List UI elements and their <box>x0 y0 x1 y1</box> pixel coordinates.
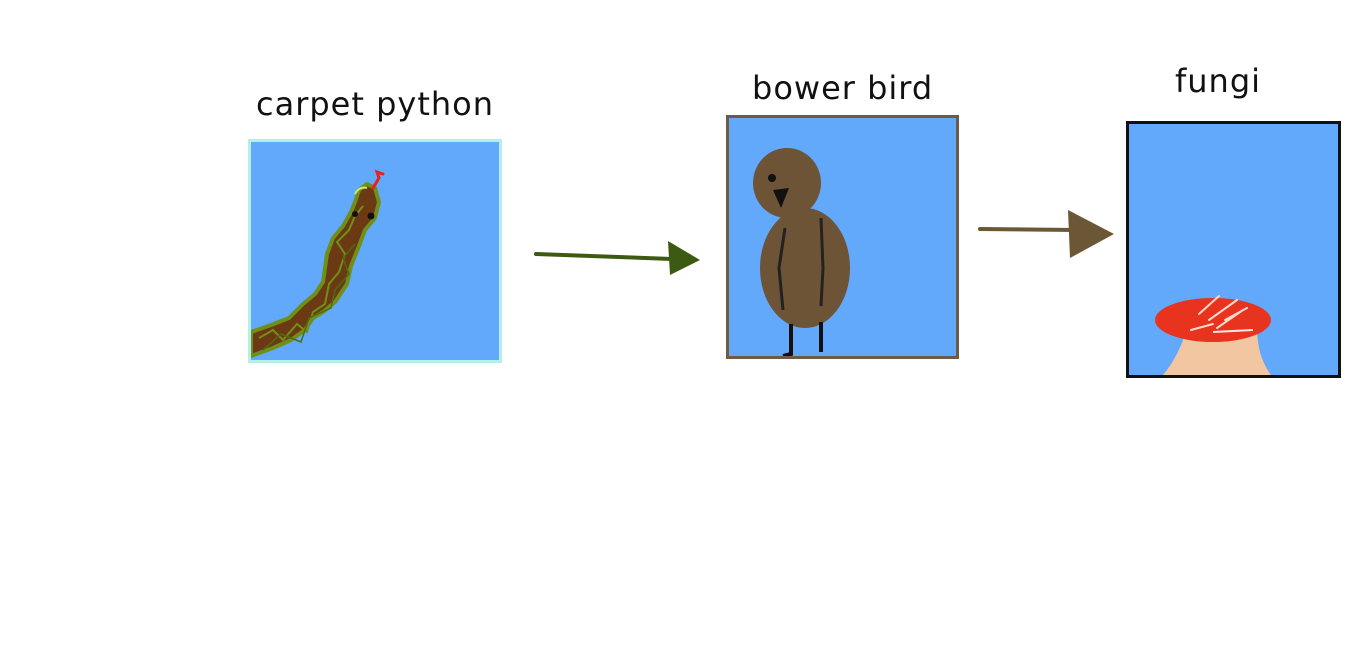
bird-leg-left <box>782 324 793 356</box>
mushroom-cap <box>1155 298 1271 342</box>
arrow-2-head <box>1068 210 1114 258</box>
bird-wing-left <box>777 227 787 311</box>
bird-wing-right <box>819 217 825 307</box>
node-label-bower-bird: bower bird <box>752 69 934 107</box>
snake-tongue <box>371 169 385 190</box>
fungi-drawing <box>1129 124 1338 375</box>
snake-pattern-2 <box>262 243 356 351</box>
bird-body <box>760 208 850 328</box>
snake-eye-right <box>367 212 375 220</box>
fungi-panel <box>1126 121 1341 378</box>
carpet-python-drawing <box>251 142 499 360</box>
bower-bird-panel <box>726 115 959 359</box>
snake-eye-highlight <box>354 186 368 195</box>
bird-eye <box>768 174 776 182</box>
arrow-1-shaft <box>534 252 674 261</box>
arrow-python-to-bird <box>534 241 700 275</box>
bird-beak <box>773 188 789 208</box>
arrow-2-shaft <box>978 227 1078 232</box>
bird-head <box>753 148 821 218</box>
snake-pattern <box>258 205 364 342</box>
mushroom-shine <box>1212 329 1254 333</box>
bower-bird-drawing <box>729 118 956 356</box>
mushroom-highlights <box>1190 295 1248 331</box>
snake-eye-left <box>352 211 358 217</box>
node-label-fungi: fungi <box>1175 62 1262 100</box>
arrow-1-head <box>668 241 700 275</box>
node-label-carpet-python: carpet python <box>256 85 495 123</box>
carpet-python-panel <box>248 139 502 363</box>
arrow-bird-to-fungi <box>978 210 1114 258</box>
